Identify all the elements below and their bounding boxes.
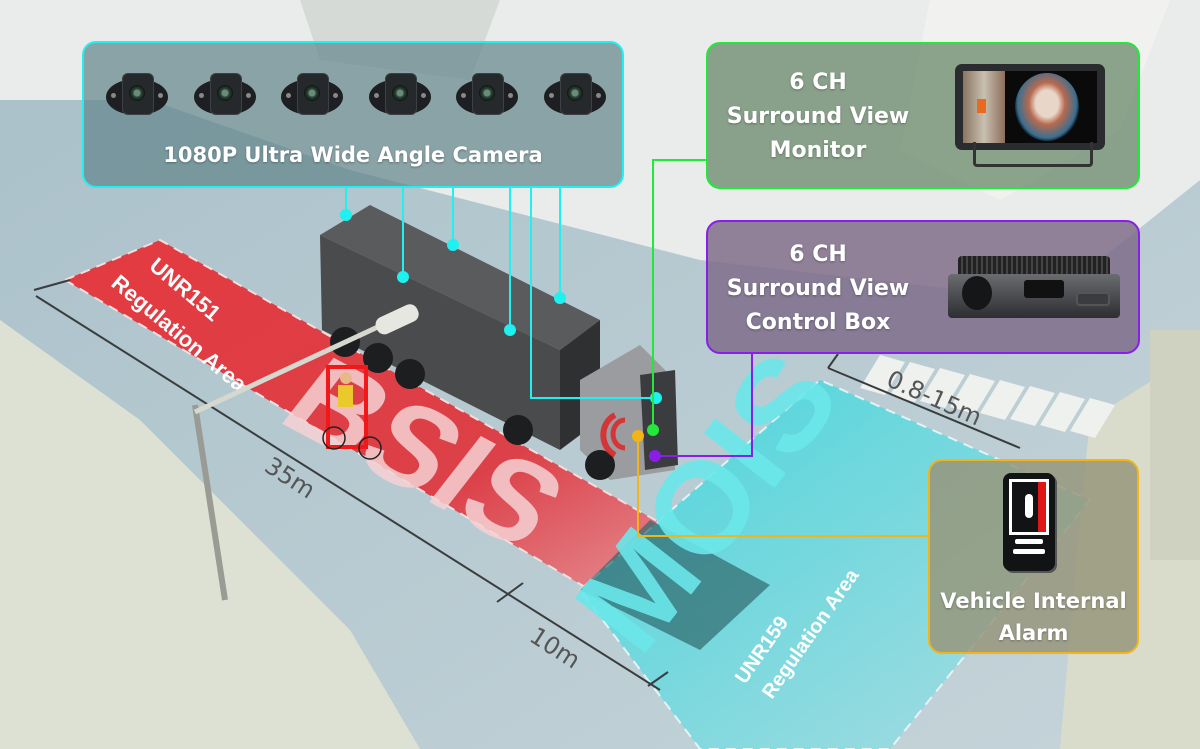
pedestrian-icon <box>1025 494 1033 518</box>
control-box-line-1: 6 CH <box>789 242 847 267</box>
wheel <box>363 343 393 373</box>
camera-point <box>650 392 662 404</box>
alarm-point <box>632 430 644 442</box>
camera-point <box>504 324 516 336</box>
camera-point <box>397 271 409 283</box>
camera-row <box>106 71 606 119</box>
wheel <box>585 450 615 480</box>
monitor-panel-text: 6 CH Surround View Monitor <box>718 66 918 168</box>
camera-point <box>340 209 352 221</box>
monitor-connector-line <box>652 159 706 430</box>
monitor-line-2: Surround View <box>726 104 910 129</box>
control-box-point <box>649 450 661 462</box>
zone-overlap <box>580 520 770 650</box>
alarm-connector-line <box>637 436 928 537</box>
monitor-panel: 6 CH Surround View Monitor <box>706 42 1140 189</box>
building-corner <box>1150 330 1200 560</box>
camera-point <box>447 239 459 251</box>
monitor-line-1: 6 CH <box>789 70 847 95</box>
camera-panel-title: 1080P Ultra Wide Angle Camera <box>163 143 543 167</box>
cyclist <box>322 365 382 460</box>
measurement-lines <box>33 279 1021 691</box>
camera-icon <box>456 71 519 119</box>
alarm-device-icon <box>1003 473 1055 571</box>
control-box-panel: 6 CH Surround View Control Box <box>706 220 1140 354</box>
trailer-side <box>320 235 560 450</box>
camera-panel: 1080P Ultra Wide Angle Camera <box>82 41 624 188</box>
camera-icon <box>543 71 606 119</box>
monitor-point <box>647 424 659 436</box>
radar-wave-icon <box>610 417 626 451</box>
sidewalk-left <box>0 320 420 749</box>
camera-mount-points <box>340 209 662 404</box>
radar-wave-icon <box>600 412 617 458</box>
alarm-panel: Vehicle Internal Alarm <box>928 459 1139 654</box>
cab-front <box>640 370 678 470</box>
alarm-line-2: Alarm <box>998 621 1069 645</box>
cyclist-detection-box <box>326 365 368 449</box>
control-box-connector-line <box>655 354 753 457</box>
control-box-line-2: Surround View <box>726 276 910 301</box>
monitor-device-icon <box>955 64 1105 167</box>
camera-icon <box>106 71 168 119</box>
camera-icon <box>281 71 344 119</box>
camera-icon <box>368 71 431 119</box>
control-box-device-icon <box>940 256 1128 326</box>
alarm-line-1: Vehicle Internal <box>940 589 1127 613</box>
alarm-panel-text: Vehicle Internal Alarm <box>930 585 1137 649</box>
crosswalk <box>860 355 1115 438</box>
camera-icon <box>193 71 256 119</box>
camera-point <box>554 292 566 304</box>
wheel <box>503 415 533 445</box>
wheel <box>395 359 425 389</box>
monitor-line-3: Monitor <box>769 138 867 163</box>
control-box-line-3: Control Box <box>745 310 891 335</box>
traffic-light-pole <box>192 304 419 601</box>
control-box-panel-text: 6 CH Surround View Control Box <box>718 238 918 340</box>
